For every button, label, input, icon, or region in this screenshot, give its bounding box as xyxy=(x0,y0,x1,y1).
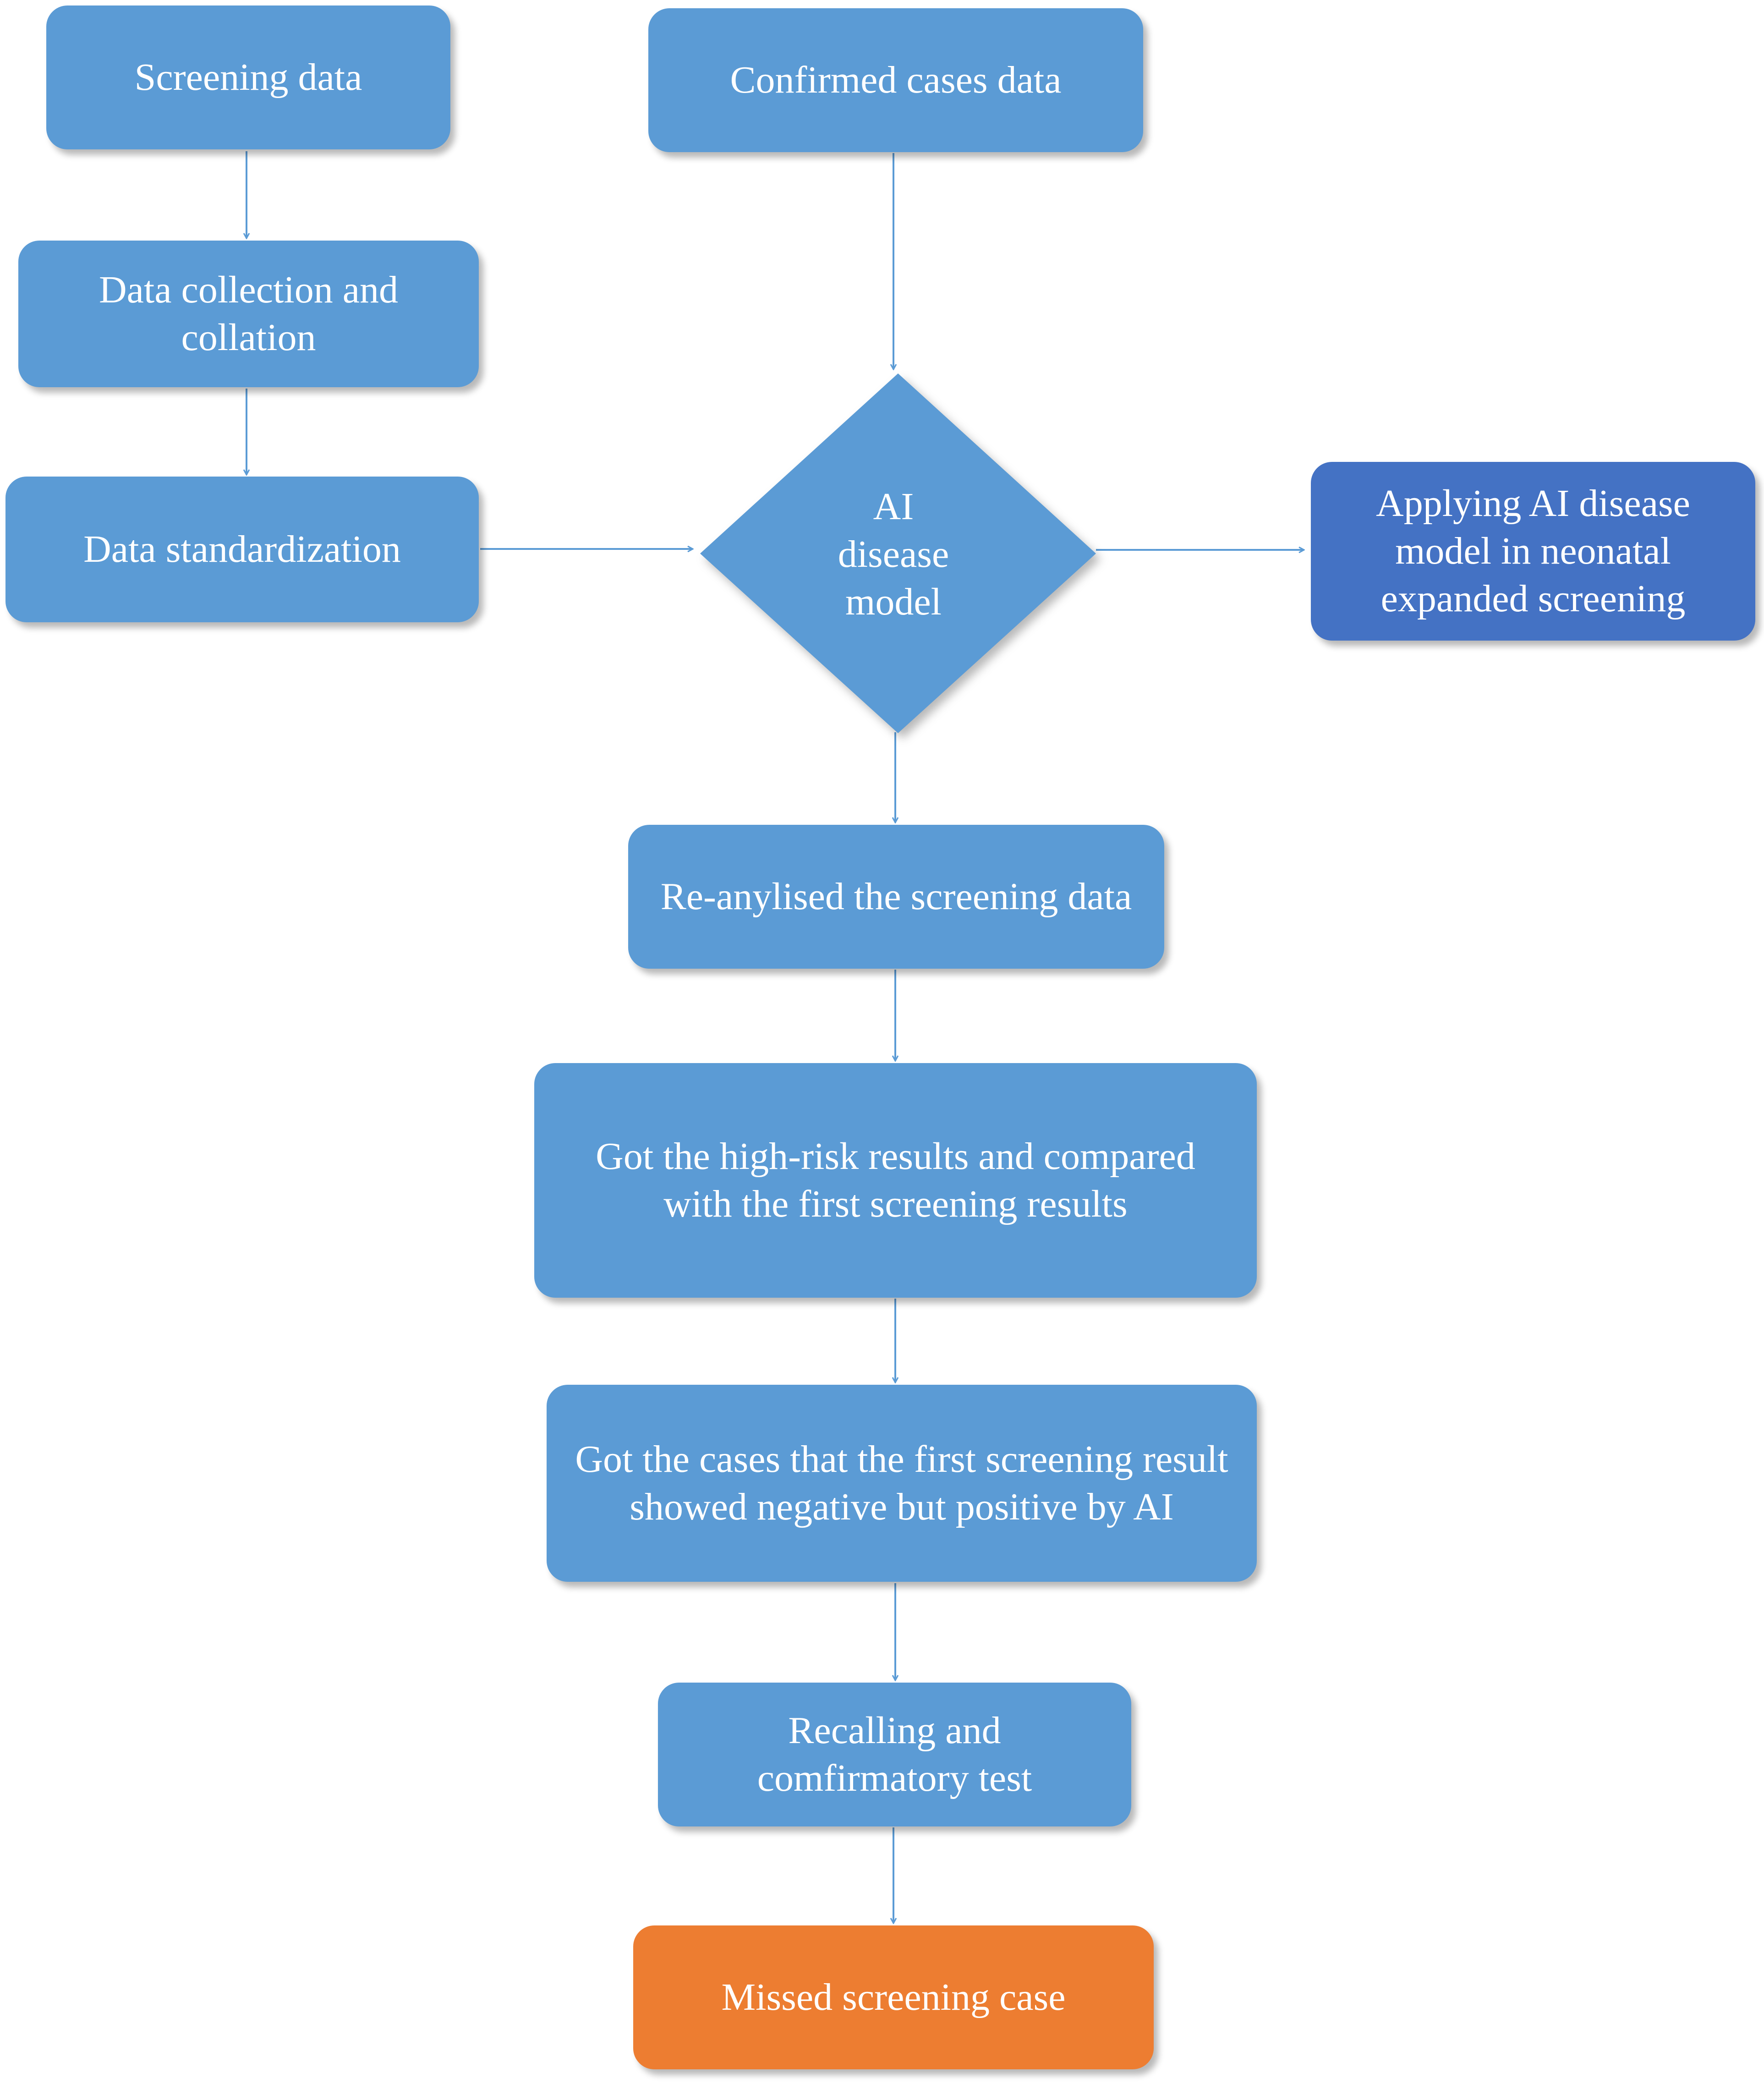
data-collection-box: Data collection and collation xyxy=(18,241,479,387)
recalling-label: Recalling and comfirmatory test xyxy=(757,1709,1032,1799)
confirmed-cases-label: Confirmed cases data xyxy=(730,58,1062,101)
reanalysed-label: Re-anylised the screening data xyxy=(660,875,1132,918)
screening-data-box: Screening data xyxy=(46,5,450,149)
data-standardization-label: Data standardization xyxy=(83,527,401,570)
missed-case-box: Missed screening case xyxy=(633,1925,1154,2069)
reanalysed-box: Re-anylised the screening data xyxy=(628,825,1164,969)
negative-positive-label: Got the cases that the first screening r… xyxy=(575,1437,1228,1528)
high-risk-label: Got the high-risk results and compared w… xyxy=(596,1135,1195,1225)
applying-ai-label: Applying AI disease model in neonatal ex… xyxy=(1376,482,1690,620)
data-standardization-box: Data standardization xyxy=(5,477,479,622)
data-collection-label: Data collection and collation xyxy=(99,268,399,359)
high-risk-box: Got the high-risk results and compared w… xyxy=(534,1063,1257,1298)
recalling-box: Recalling and comfirmatory test xyxy=(658,1683,1131,1826)
ai-model-diamond xyxy=(700,373,1096,733)
applying-ai-box: Applying AI disease model in neonatal ex… xyxy=(1311,462,1755,641)
missed-case-label: Missed screening case xyxy=(721,1975,1066,2018)
ai-model-label: AI disease model xyxy=(838,485,949,624)
confirmed-cases-box: Confirmed cases data xyxy=(648,8,1143,152)
negative-positive-box: Got the cases that the first screening r… xyxy=(547,1385,1257,1582)
screening-data-label: Screening data xyxy=(134,55,362,99)
